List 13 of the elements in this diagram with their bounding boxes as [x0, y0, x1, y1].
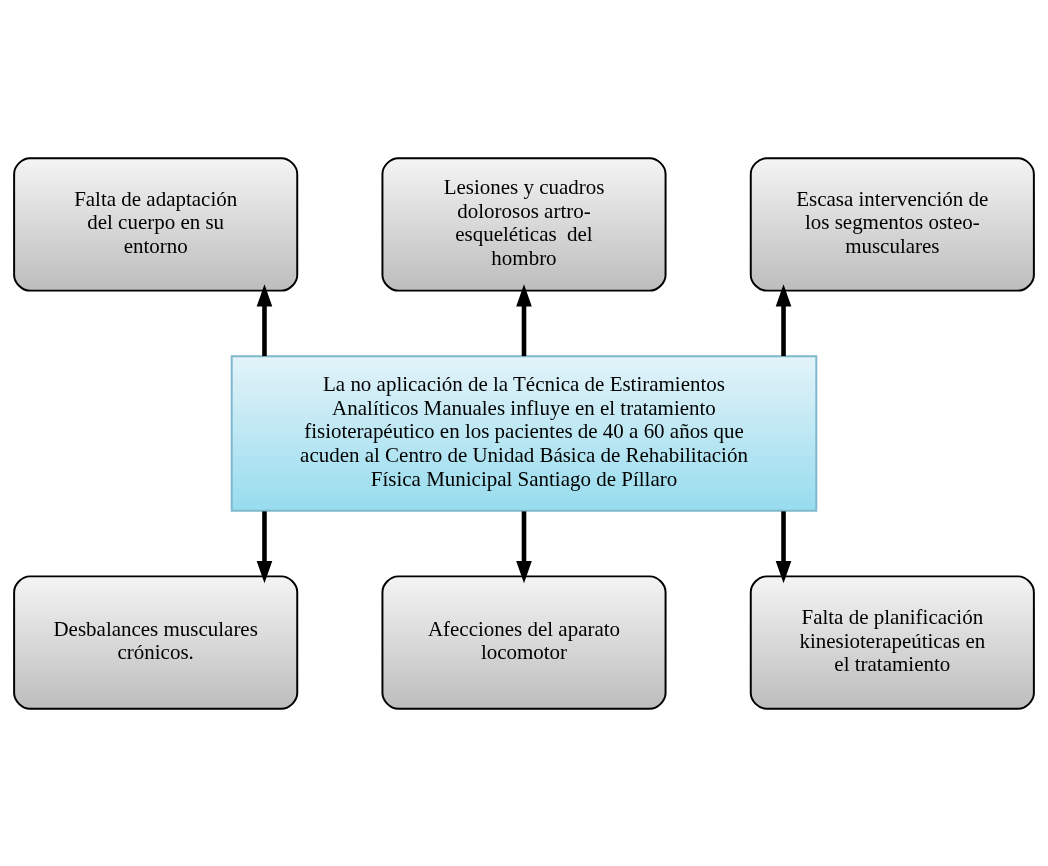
node-box: Desbalances musculares crónicos.: [13, 574, 299, 710]
arrow: [516, 510, 532, 583]
node-box: Falta de adaptación del cuerpo en su entorno: [13, 156, 299, 292]
arrow: [775, 510, 792, 583]
node-box: Escasa intervención de los segmentos osteo-musculares: [749, 156, 1035, 292]
node-box: Falta de planificación kinesioterapeúticas en el tratamiento: [749, 574, 1035, 710]
node-box: Afecciones del aparato locomotor: [381, 574, 667, 710]
arrow: [516, 283, 532, 356]
arrow: [256, 283, 273, 356]
arrow: [775, 283, 792, 356]
node-box: La no aplicación de la Técnica de Estiramientos Analíticos Manuales influye en el tratamiento fisioterapéutico en los pacientes de 40 a 60 años que acuden al Centro de Unidad Básica de Rehabilitación Física Municipal Santiago de Píllaro: [230, 354, 818, 512]
arrow: [256, 510, 273, 583]
node-box: Lesiones y cuadros dolorosos artro-esqueléticas del hombro: [381, 156, 667, 292]
